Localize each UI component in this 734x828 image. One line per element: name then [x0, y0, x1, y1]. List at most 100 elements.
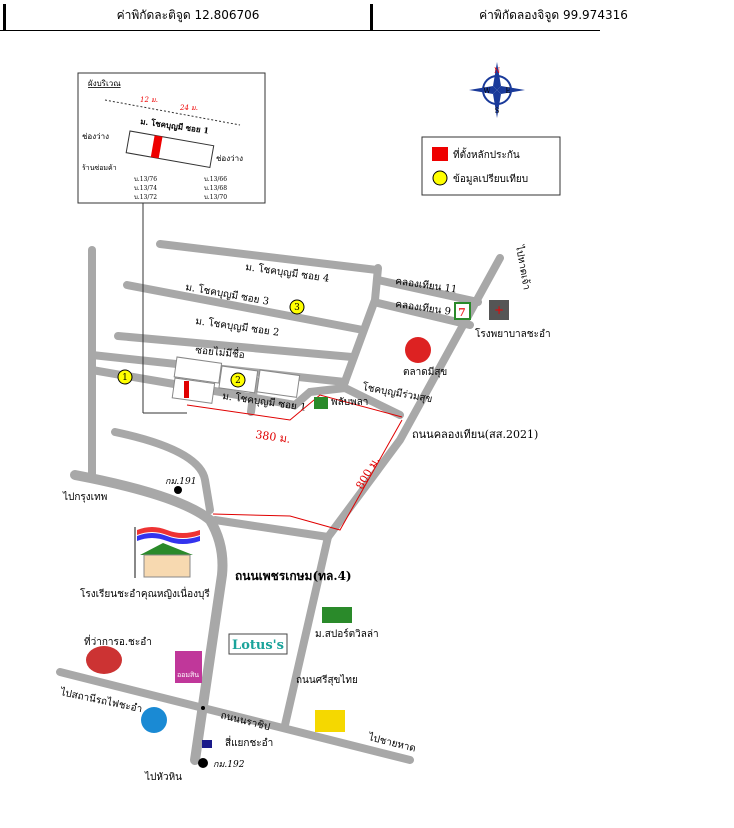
map-label: Lotus's [232, 638, 284, 653]
map-label: 12 ม. [140, 96, 158, 104]
label-km192: กม.192 [213, 760, 245, 770]
map-shape [117, 369, 133, 385]
map-label: 1 [122, 373, 128, 383]
map-shape [150, 135, 163, 159]
map-label: + [494, 303, 504, 317]
road-srisuk [281, 533, 332, 729]
map-shape [171, 377, 216, 404]
map-label: ช่องว่าง [82, 132, 109, 141]
map-label: S [495, 107, 500, 115]
divider [3, 4, 6, 30]
legend: ที่ตั้งหลักประกัน ข้อมูลเปรียบเทียบ [421, 136, 561, 196]
map-shape [201, 706, 205, 710]
map-shape [212, 419, 403, 531]
site-plan-inset: ผังบริเวณ 12 ม. 24 ม. ม. โชคบุญมี ซอย 1 … [77, 72, 266, 414]
divider [370, 4, 373, 30]
hospital-icon [489, 300, 509, 320]
label-srisuk: ถนนศรีสุขไทย [296, 674, 358, 686]
map-label: ที่ตั้งหลักประกัน [453, 147, 520, 161]
label-hospital: โรงพยาบาลชะอำ [475, 327, 551, 340]
map-label: ออมสิน [177, 671, 199, 679]
label-junction: สี่แยกชะอำ [225, 735, 273, 749]
map-label: N [494, 67, 500, 75]
distance-380: 380 ม. [255, 428, 292, 446]
road-soi4 [156, 240, 381, 274]
label-klongthian: ถนนคลองเทียน(สส.2021) [412, 428, 538, 441]
road-ruamsuk [88, 366, 404, 419]
header-rule [0, 30, 600, 31]
map-label: บ.13/68 [204, 185, 227, 192]
map-label: W [483, 87, 491, 95]
map-shape [469, 86, 497, 94]
map-label: E [505, 87, 510, 95]
label-rachit: ถนนนราชิป [219, 710, 271, 733]
map-label: ช่องว่าง [216, 154, 243, 163]
map-shape [137, 527, 200, 538]
map-label: บ.13/76 [134, 176, 157, 183]
road-rachit [56, 668, 414, 764]
bigc-logo [315, 710, 345, 732]
latitude-label: ค่าพิกัดละติจูด 12.806706 [116, 8, 260, 22]
map-label: บ.13/72 [134, 194, 157, 201]
comparison-legend-swatch [432, 170, 448, 186]
road-kt11 [374, 276, 482, 306]
map-shape [137, 533, 200, 544]
map-shape [186, 394, 403, 421]
map-shape [289, 299, 305, 315]
house-blocks [171, 356, 301, 404]
map-label: ผังบริเวณ [88, 79, 121, 88]
map-shape [230, 372, 246, 388]
market-icon [405, 337, 431, 363]
village-icon [322, 607, 352, 623]
longitude-label: ค่าพิกัดลองจิจูด 99.974316 [479, 8, 628, 22]
map-shape [104, 99, 241, 126]
map-shape [421, 136, 561, 196]
map-shape [497, 86, 525, 94]
road-soi3 [123, 281, 367, 334]
roads [56, 240, 504, 765]
school-icon [134, 527, 200, 578]
compass-icon: N S W E [469, 62, 525, 118]
map-label: บ.13/66 [204, 176, 227, 183]
collateral-mark [184, 381, 189, 398]
km191-dot [174, 486, 182, 494]
map-shape [493, 62, 501, 90]
label-phetkasem: ถนนเพชรเกษม(ทล.4) [235, 569, 352, 583]
map-shape [143, 554, 191, 578]
road-soi2 [114, 332, 356, 361]
label-soi2: ม. โชคบุญมี ซอย 2 [195, 314, 281, 339]
gsb-logo [175, 651, 202, 683]
map-label: 7 [458, 306, 466, 319]
garuda-icon [86, 646, 122, 674]
label-bangkok: ไปกรุงเทพ [62, 491, 107, 503]
map-label: ร้านซ่อมค้า [82, 164, 117, 172]
road-kt9 [374, 299, 474, 329]
collateral-legend-swatch [432, 147, 448, 161]
label-district: ที่ว่าการอ.ชะอำ [84, 634, 152, 648]
map-shape [256, 369, 301, 398]
map-shape [173, 356, 223, 384]
ktb-logo [141, 707, 167, 733]
comparison-markers: 1 2 3 [117, 299, 305, 388]
map-shape [493, 90, 501, 118]
bank-icon [202, 740, 212, 748]
label-huahin: ไปหัวหิน [144, 771, 182, 783]
km192-dot [198, 758, 208, 768]
label-school: โรงเรียนชะอำคุณหญิงเนื่องบุรี [80, 586, 210, 600]
label-market: ตลาดมีสุข [403, 366, 447, 378]
map-shape [125, 130, 215, 169]
pavilion-icon [314, 397, 328, 409]
map-label: บ.13/74 [134, 185, 157, 192]
map-label: บ.13/70 [204, 194, 227, 201]
label-village: ม.สปอร์ตวิลล่า [315, 628, 379, 640]
map-label: 3 [294, 303, 300, 313]
label-km191: กม.191 [165, 477, 196, 487]
road-east [211, 516, 332, 541]
road-phetkasem [70, 470, 228, 765]
label-pavilion: พลับพลา [331, 397, 368, 408]
road-loop [111, 428, 214, 514]
label-huaykhok: ไปหาดเจ้า [513, 243, 533, 290]
map-shape [140, 543, 193, 555]
